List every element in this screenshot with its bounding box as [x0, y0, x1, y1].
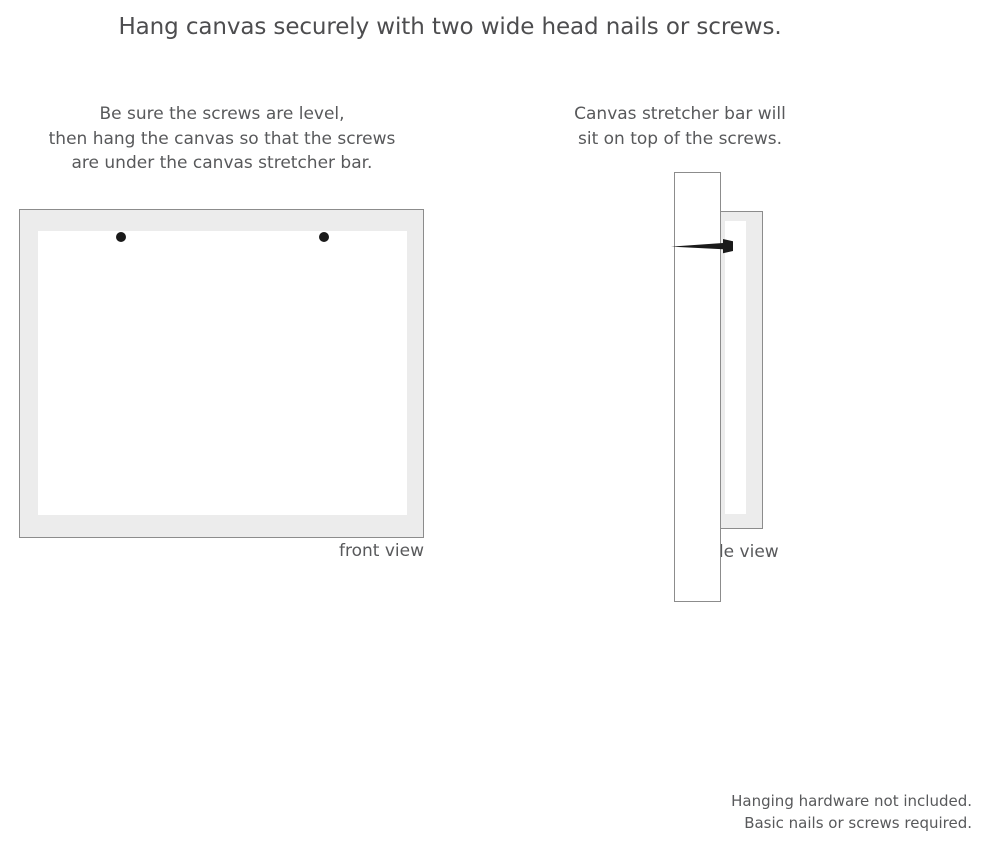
screw-dot-right-icon — [319, 232, 329, 242]
side-view-diagram — [671, 172, 766, 604]
page-title: Hang canvas securely with two wide head … — [118, 14, 782, 40]
screw-dot-left-icon — [116, 232, 126, 242]
front-view-caption-line-2: then hang the canvas so that the screws — [48, 128, 396, 149]
canvas-stretcher-bar-profile — [720, 211, 763, 529]
front-view-label: front view — [339, 541, 424, 561]
footer-line-2: Basic nails or screws required. — [744, 814, 972, 832]
canvas-face-area — [38, 231, 407, 515]
side-view-caption: Canvas stretcher bar will sit on top of … — [545, 102, 815, 151]
canvas-face-profile — [725, 221, 746, 514]
side-view-caption-line-1: Canvas stretcher bar will — [574, 104, 786, 124]
front-view-caption-line-3: are under the canvas stretcher bar. — [71, 153, 373, 173]
front-view-caption-line-1: Be sure the screws are level, — [99, 104, 345, 124]
nail-icon — [671, 239, 733, 254]
footer-line-1: Hanging hardware not included. — [731, 792, 972, 810]
footer-note: Hanging hardware not included. Basic nai… — [731, 790, 972, 834]
front-view-diagram — [19, 209, 424, 538]
side-view-caption-line-2: sit on top of the screws. — [577, 128, 783, 149]
front-view-caption: Be sure the screws are level, then hang … — [10, 102, 434, 176]
wall-profile — [674, 172, 721, 602]
